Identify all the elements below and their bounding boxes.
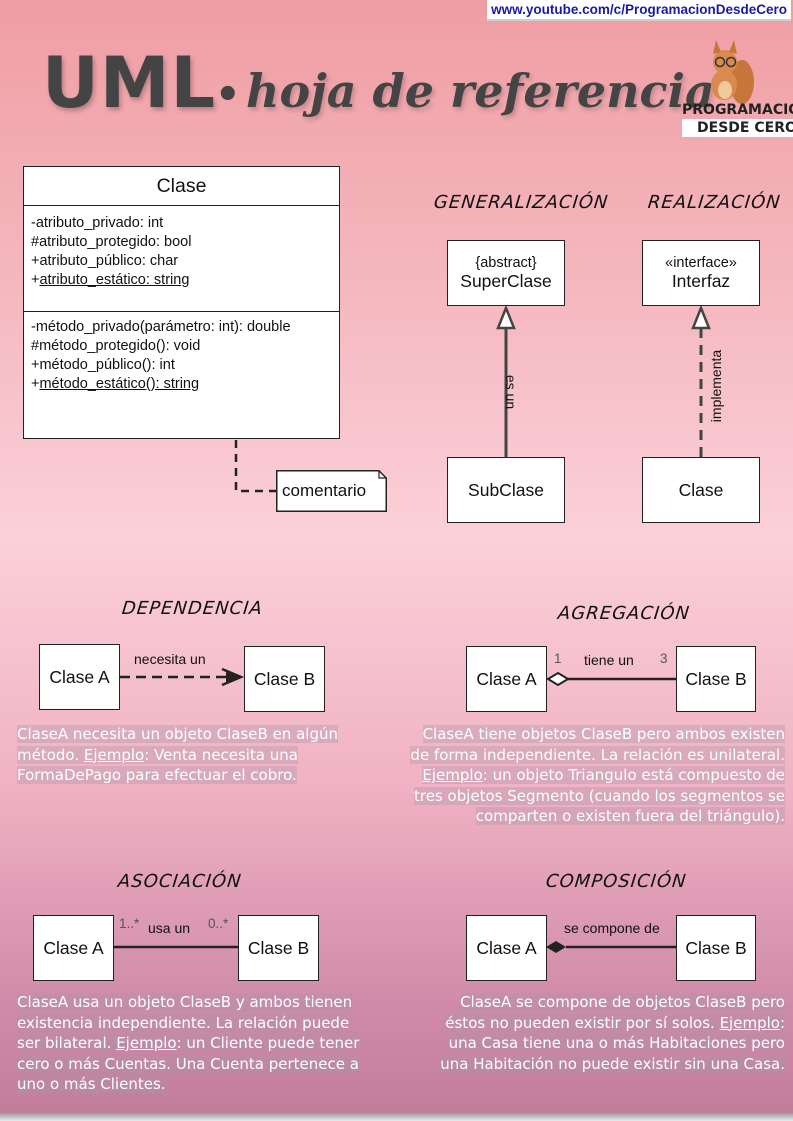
- association-label: usa un: [148, 920, 191, 936]
- association-description: ClaseA usa un objeto ClaseB y ambos tien…: [17, 993, 360, 1093]
- comment-text: comentario: [282, 481, 367, 500]
- title-uml: UML: [42, 42, 217, 124]
- aggregation-multiplicity-a: 1: [554, 651, 562, 666]
- attribute-protected: #atributo_protegido: bool: [31, 234, 192, 250]
- brand-line1: PROGRAMACIÓN: [682, 102, 793, 118]
- heading-aggregation: AGREGACIÓN: [556, 603, 692, 624]
- brand-line2: DESDE CERO: [682, 119, 793, 137]
- implementing-class-box: Clase: [642, 457, 760, 523]
- interface-stereotype: «interface»: [665, 254, 737, 271]
- channel-url[interactable]: www.youtube.com/c/ProgramacionDesdeCero: [487, 0, 791, 21]
- dependency-class-b: Clase B: [244, 646, 325, 712]
- association-multiplicity-b: 0..*: [208, 916, 229, 931]
- class-attributes: -atributo_privado: int #atributo_protegi…: [24, 206, 339, 312]
- composition-description: ClaseA se compone de objetos ClaseB pero…: [440, 993, 785, 1073]
- aggregation-class-a: Clase A: [466, 646, 547, 712]
- brand-logo: PROGRAMACIÓN DESDE CERO: [682, 101, 793, 137]
- method-public: +método_público(): int: [31, 357, 175, 373]
- composition-class-b: Clase B: [676, 915, 756, 981]
- association-multiplicity-a: 1..*: [119, 916, 140, 931]
- class-name: Clase: [24, 167, 339, 206]
- dependency-description: ClaseA necesita un objeto ClaseB en algú…: [17, 725, 338, 784]
- title-bullet: •: [215, 72, 241, 118]
- bottom-bar: [0, 1113, 793, 1121]
- aggregation-diamond: [546, 671, 570, 687]
- aggregation-description: ClaseA tiene objetos ClaseB pero ambos e…: [410, 725, 785, 825]
- interface-box: «interface» Interfaz: [642, 240, 760, 306]
- method-private: -método_privado(parámetro: int): double: [31, 319, 291, 335]
- generalization-arrowhead: [496, 304, 516, 330]
- aggregation-label: tiene un: [584, 652, 634, 668]
- aggregation-multiplicity-b: 3: [660, 651, 668, 666]
- dependency-label: necesita un: [134, 651, 206, 667]
- heading-association: ASOCIACIÓN: [116, 871, 243, 892]
- title-subtitle: hoja de referencia: [246, 64, 715, 118]
- association-class-a: Clase A: [33, 915, 114, 981]
- heading-dependency: DEPENDENCIA: [120, 598, 264, 619]
- heading-composition: COMPOSICIÓN: [544, 871, 688, 892]
- comment-connector: [234, 440, 276, 493]
- comment-note: comentario: [276, 470, 387, 512]
- generalization-label: es un: [503, 374, 520, 410]
- subclass-name: SubClase: [468, 479, 544, 500]
- interface-name: Interfaz: [671, 270, 731, 291]
- heading-generalization: GENERALIZACIÓN: [432, 192, 610, 213]
- composition-label: se compone de: [564, 920, 660, 936]
- composition-class-a: Clase A: [466, 915, 547, 981]
- subclass-box: SubClase: [447, 457, 565, 523]
- implementing-class-name: Clase: [678, 479, 724, 500]
- realization-label: implementa: [708, 349, 725, 423]
- superclass-box: {abstract} SuperClase: [447, 240, 565, 306]
- uml-class-box: Clase -atributo_privado: int #atributo_p…: [23, 166, 340, 439]
- method-protected: #método_protegido(): void: [31, 338, 201, 354]
- association-class-b: Clase B: [238, 915, 319, 981]
- realization-arrowhead: [691, 304, 711, 330]
- attribute-static: +atributo_estático: string: [31, 272, 190, 288]
- superclass-name: SuperClase: [460, 270, 552, 291]
- attribute-public: +atributo_público: char: [31, 253, 179, 269]
- attribute-private: -atributo_privado: int: [31, 215, 164, 231]
- composition-diamond: [546, 941, 566, 953]
- dependency-class-a: Clase A: [39, 644, 120, 710]
- heading-realization: REALIZACIÓN: [646, 192, 782, 213]
- class-methods: -método_privado(parámetro: int): double …: [24, 312, 339, 400]
- method-static: +método_estático(): string: [31, 376, 200, 392]
- aggregation-class-b: Clase B: [676, 646, 756, 712]
- abstract-stereotype: {abstract}: [475, 254, 537, 271]
